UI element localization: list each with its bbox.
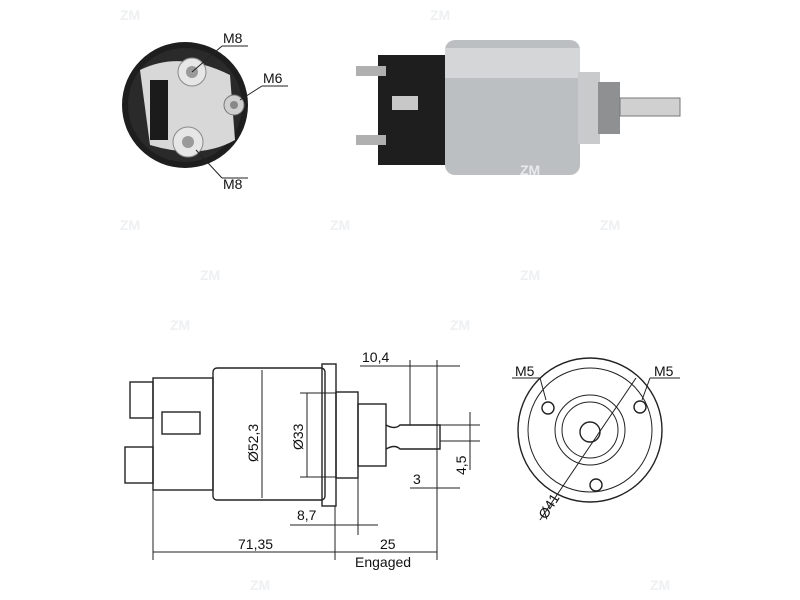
dim-fork-end: 3: [413, 471, 421, 487]
svg-text:ZM: ZM: [330, 217, 350, 233]
svg-text:ZM: ZM: [200, 267, 220, 283]
dim-stroke: 25: [380, 536, 396, 552]
dim-stroke-note: Engaged: [355, 554, 411, 570]
svg-text:ZM: ZM: [120, 7, 140, 23]
brand-logo: ZM: [520, 162, 540, 178]
label-m5-left: M5: [515, 363, 535, 379]
label-m6: M6: [263, 70, 283, 86]
side-drawing: 71,35 25 Engaged 8,7 10,4 3 Ø52,3 Ø33 4,…: [124, 349, 480, 570]
svg-text:ZM: ZM: [650, 577, 670, 593]
dim-body-dia: Ø52,3: [245, 424, 261, 462]
dim-nose-dia: Ø33: [290, 423, 306, 450]
dim-fork-len: 10,4: [362, 349, 389, 365]
label-m8-top: M8: [223, 30, 243, 46]
dim-total-body: 71,35: [238, 536, 273, 552]
svg-text:ZM: ZM: [600, 217, 620, 233]
watermark-grid: ZM ZM ZM ZM ZM ZM ZM ZM ZM ZM ZM: [120, 7, 670, 593]
svg-text:ZM: ZM: [520, 267, 540, 283]
svg-text:ZM: ZM: [120, 217, 140, 233]
svg-text:ZM: ZM: [170, 317, 190, 333]
label-m5-right: M5: [654, 363, 674, 379]
svg-text:ZM: ZM: [250, 577, 270, 593]
photo-side-view: ZM: [356, 40, 681, 178]
dim-flange: 8,7: [297, 507, 317, 523]
label-m8-bottom: M8: [223, 176, 243, 192]
dim-fork-width: 4,5: [453, 455, 469, 475]
svg-text:ZM: ZM: [450, 317, 470, 333]
end-drawing: M5 M5 Ø41: [512, 357, 680, 522]
svg-text:ZM: ZM: [430, 7, 450, 23]
photo-end-view: M8 M6 M8: [122, 30, 288, 192]
